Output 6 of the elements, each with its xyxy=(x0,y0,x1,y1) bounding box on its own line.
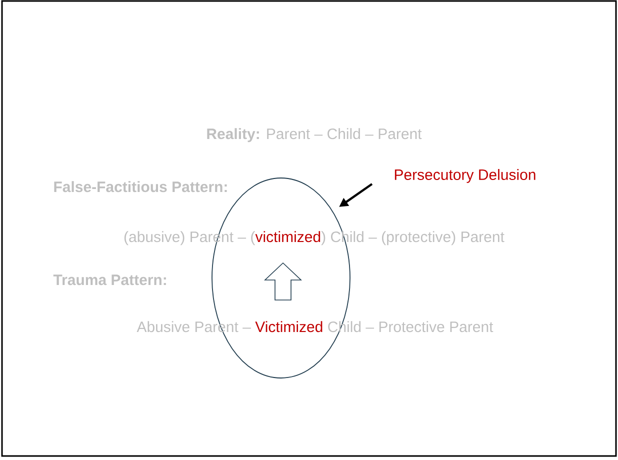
pattern-heading: False-Factitious Pattern: xyxy=(54,181,227,192)
pattern-line: Reality: Parent – Child – Parent xyxy=(207,128,422,142)
pattern-heading: Trauma Pattern: xyxy=(53,274,166,286)
highlighted-word: victimized xyxy=(255,231,320,242)
callout-text: Persecutory Delusion xyxy=(394,169,536,183)
highlighted-word: Victimized xyxy=(255,321,322,332)
